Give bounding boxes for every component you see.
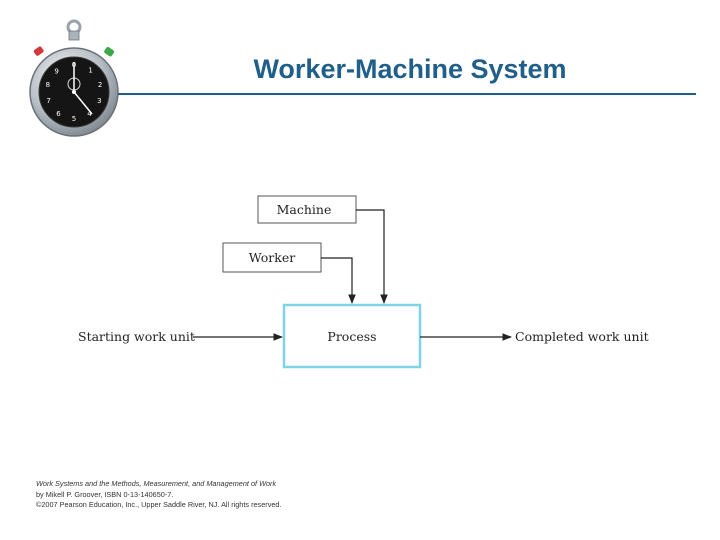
stopwatch-green-button-icon: [104, 47, 115, 57]
machine-to-process-arrow: [356, 209, 388, 304]
credits: Work Systems and the Methods, Measuremen…: [36, 479, 356, 511]
worker-box: [222, 242, 322, 273]
machine-label: Machine: [277, 202, 332, 217]
process-label: Process: [327, 329, 376, 344]
credits-copyright-line: ©2007 Pearson Education, Inc., Upper Sad…: [36, 500, 282, 509]
stopwatch-dial-number: 6: [56, 110, 61, 118]
title-underline: [118, 93, 696, 95]
worker-to-process-arrow: [321, 257, 356, 304]
stopwatch-icon: 9018273654: [29, 19, 119, 137]
process-box: [282, 303, 422, 369]
output-label: Completed work unit: [515, 329, 649, 344]
stopwatch-dial-number: 9: [54, 67, 58, 75]
stopwatch-dial-number: 7: [46, 97, 50, 105]
stopwatch-dial-number: 2: [98, 81, 102, 89]
machine-box: [257, 195, 357, 224]
credits-author-line: by Mikell P. Groover, ISBN 0-13-140650-7…: [36, 489, 174, 499]
stopwatch-dial-number: 8: [46, 81, 50, 89]
input-label: Starting work unit: [78, 329, 195, 344]
credits-book-title: Work Systems and the Methods, Measuremen…: [36, 479, 277, 488]
stopwatch-dial-number: 3: [97, 97, 101, 105]
stopwatch-dial-number: 1: [88, 67, 92, 75]
worker-label: Worker: [249, 250, 295, 265]
stopwatch-dial-number: 4: [87, 110, 92, 118]
slide-title: Worker-Machine System: [253, 54, 567, 84]
stopwatch-dial-number: 5: [72, 115, 76, 123]
stopwatch-red-button-icon: [33, 46, 44, 56]
